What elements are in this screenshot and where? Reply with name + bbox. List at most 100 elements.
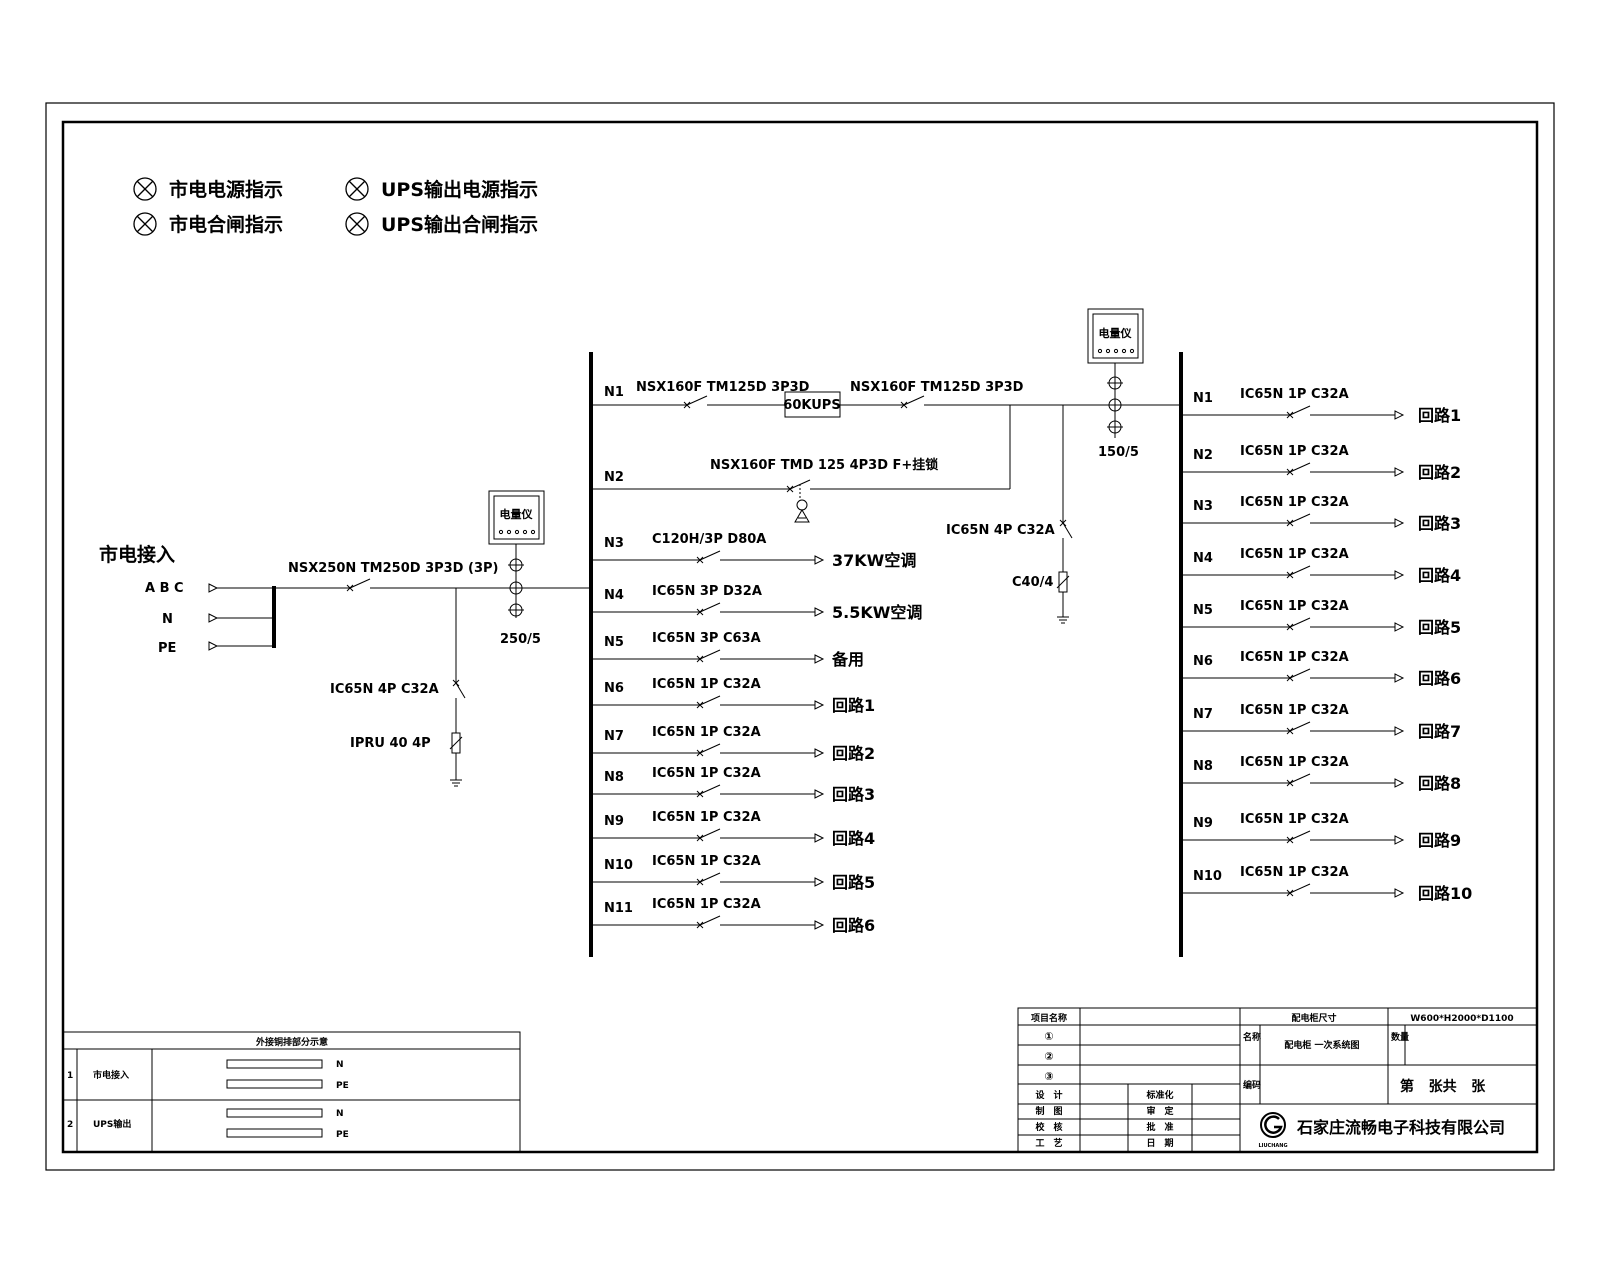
terminal-arrow-icon <box>208 641 219 651</box>
ups-box <box>784 391 841 418</box>
feeder-id: N3 <box>604 536 624 551</box>
inner-frame <box>61 120 1539 1154</box>
output-arrow-icon <box>814 789 825 799</box>
row-name: 市电接入 <box>93 1069 129 1081</box>
breaker-icon <box>696 602 721 616</box>
row-no: 2 <box>67 1120 73 1130</box>
feeder-id: N6 <box>604 681 624 696</box>
incoming-section: 市电接入 A B C N PE NSX250N TM250D 3P3D (3P)… <box>99 490 590 787</box>
feeder-id: N8 <box>604 770 624 785</box>
breaker-icon <box>1286 617 1311 631</box>
feeder-breaker-label: IC65N 1P C32A <box>652 766 761 781</box>
feeder-breaker-label: NSX160F TM125D 3P3D <box>850 380 1024 395</box>
legend-label: 市电合闸指示 <box>169 213 283 236</box>
breaker-icon <box>1286 565 1311 579</box>
cabinet-size-label: 配电柜尺寸 <box>1291 1012 1336 1024</box>
breaker-icon <box>696 649 721 663</box>
legend-label: UPS输出电源指示 <box>381 178 538 201</box>
feeder-breaker-label: IC65N 1P C32A <box>1240 812 1349 827</box>
feeder-load-label: 回路10 <box>1418 884 1472 903</box>
meter-label: 电量仪 <box>1099 326 1133 340</box>
feeder-breaker-label: IC65N 1P C32A <box>1240 755 1349 770</box>
feeder-load-label: 回路2 <box>1418 463 1461 482</box>
breaker-icon <box>1286 830 1311 844</box>
feeder-breaker-label: IC65N 1P C32A <box>1240 703 1349 718</box>
breaker-icon <box>696 915 721 929</box>
main-breaker-label: NSX250N TM250D 3P3D (3P) <box>288 561 498 576</box>
output-arrow-icon <box>814 555 825 565</box>
terminal-arrow-icon <box>208 613 219 623</box>
output-arrow-icon <box>814 748 825 758</box>
breaker-icon <box>1286 513 1311 527</box>
feeder-id: N2 <box>604 470 624 485</box>
feeder-breaker-label: IC65N 1P C32A <box>1240 387 1349 402</box>
bypass-path: N2 NSX160F TMD 125 4P3D F+挂锁 <box>591 405 1011 523</box>
breaker-icon <box>696 784 721 798</box>
terminal-arrow-icon <box>208 583 219 593</box>
row-no: 1 <box>67 1071 73 1081</box>
busbar-table: 外接铜排部分示意 1 市电接入 N PE 2 UPS输出 N PE <box>62 1031 521 1153</box>
breaker-icon <box>696 872 721 886</box>
phase-label: A B C <box>145 581 184 596</box>
ups-output-section: 电量仪 150/5 IC65N 4P C32A C40/4 <box>946 308 1144 624</box>
surge-arrester-icon <box>1056 571 1070 593</box>
feeder-id: N4 <box>1193 551 1213 566</box>
breaker-icon <box>452 679 466 699</box>
feeder-load-label: 回路2 <box>832 744 875 763</box>
ground-icon <box>450 779 462 787</box>
breaker-icon <box>1286 883 1311 897</box>
qty-label: 数量 <box>1391 1031 1409 1043</box>
phase-label: N <box>162 612 173 627</box>
role-label: 标准化 <box>1145 1089 1173 1101</box>
row-name: UPS输出 <box>93 1118 131 1130</box>
feeder-load-label: 回路5 <box>1418 618 1461 637</box>
feeder-breaker-label: IC65N 1P C32A <box>1240 650 1349 665</box>
output-arrow-icon <box>1394 726 1405 736</box>
meter-label: 电量仪 <box>500 507 534 521</box>
incoming-title: 市电接入 <box>99 543 175 566</box>
feeder-breaker-label: IC65N 1P C32A <box>652 897 761 912</box>
spd-label: IPRU 40 4P <box>350 736 431 751</box>
feeder-breaker-label: C120H/3P D80A <box>652 532 766 547</box>
spd-breaker-label: IC65N 4P C32A <box>330 682 439 697</box>
feeder-breaker-label: IC65N 1P C32A <box>652 810 761 825</box>
feeder-id: N10 <box>1193 869 1222 884</box>
spd-label: C40/4 <box>1012 575 1053 590</box>
feeder-id: N1 <box>1193 391 1213 406</box>
lamp-icon <box>133 212 157 236</box>
ct-ratio: 250/5 <box>500 632 541 647</box>
role-label: 校 核 <box>1035 1121 1062 1133</box>
feeder-id: N2 <box>1193 448 1213 463</box>
feeder-load-label: 回路1 <box>1418 406 1461 425</box>
feeder-load-label: 回路5 <box>832 873 875 892</box>
company-logo: LIUCHANG <box>1258 1112 1288 1149</box>
feeder-load-label: 回路6 <box>832 916 875 935</box>
feeder-breaker-label: NSX160F TMD 125 4P3D F+挂锁 <box>710 457 938 473</box>
bar-label: PE <box>336 1081 349 1091</box>
feeder-breaker-label: IC65N 1P C32A <box>652 854 761 869</box>
breaker-icon <box>346 578 371 592</box>
breaker-icon <box>696 550 721 564</box>
feeder-load-label: 回路4 <box>832 829 875 848</box>
code-label: 编码 <box>1243 1079 1261 1091</box>
breaker-icon <box>1059 519 1073 539</box>
feeder-breaker-label: IC65N 1P C32A <box>652 677 761 692</box>
name-label: 名称 <box>1243 1031 1261 1043</box>
feeder: N1 IC65N 1P C32A 回路1 <box>1181 387 1461 425</box>
output-arrow-icon <box>1394 410 1405 420</box>
output-arrow-icon <box>814 877 825 887</box>
feeder-id: N5 <box>1193 603 1213 618</box>
